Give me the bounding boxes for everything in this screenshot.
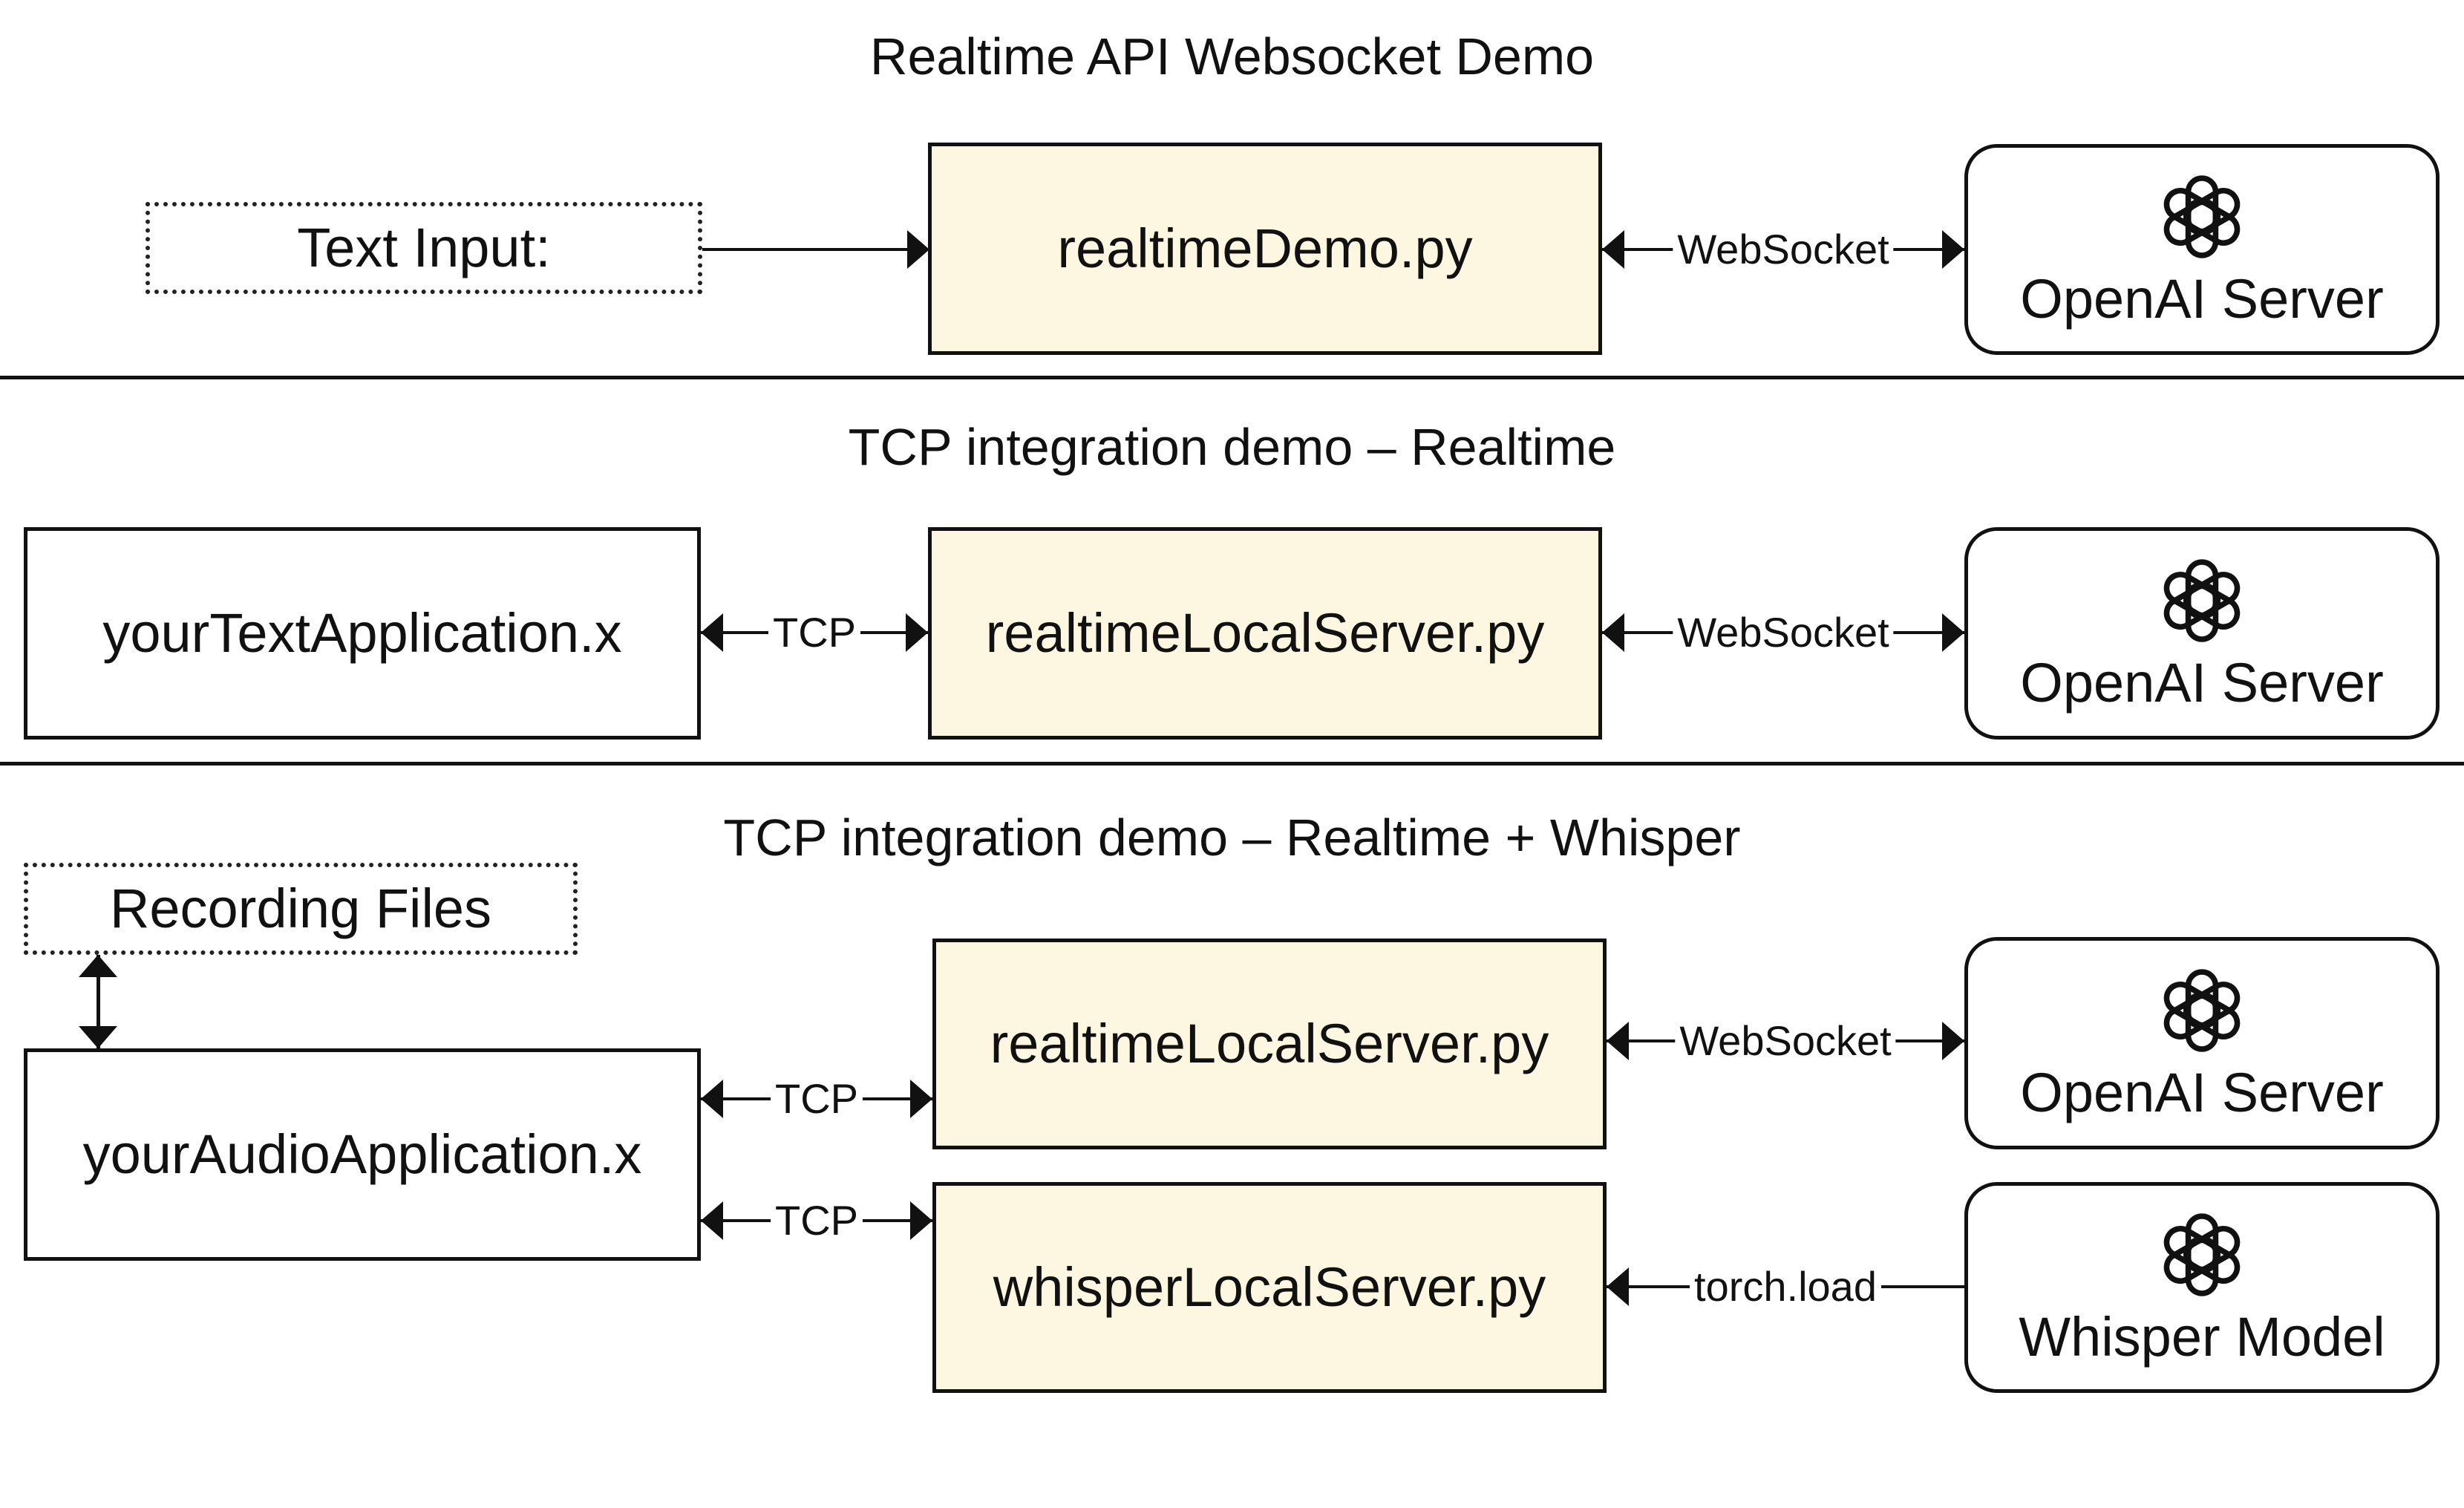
websocket-connector-2: WebSocket (1602, 610, 1964, 655)
arrowhead-right (1942, 613, 1964, 652)
section-divider-1 (0, 376, 2464, 379)
whisper-model-box: Whisper Model (1964, 1182, 2440, 1393)
arrowhead-left (1607, 1022, 1629, 1060)
arrow-text-input-to-demo (702, 227, 929, 272)
realtime-demo-label: realtimeDemo.py (1057, 218, 1473, 279)
your-text-application-box: yourTextApplication.x (24, 527, 701, 740)
openai-logo-icon (2154, 962, 2250, 1059)
openai-logo-icon (2154, 1207, 2250, 1303)
arrow-line (702, 248, 929, 251)
section-divider-2 (0, 762, 2464, 766)
whisper-local-server-box: whisperLocalServer.py (932, 1182, 1607, 1393)
recording-files-label: Recording Files (109, 878, 492, 939)
arrowhead-right (1942, 1022, 1964, 1060)
tcp-connector-3: TCP (701, 1198, 932, 1243)
websocket-connector-1: WebSocket (1602, 227, 1964, 272)
openai-server-box-1: OpenAI Server (1964, 144, 2440, 355)
arrowhead-right (906, 613, 928, 652)
section-title-tcp-whisper: TCP integration demo – Realtime + Whispe… (723, 809, 1741, 866)
realtime-local-server-label: realtimeLocalServer.py (990, 1013, 1549, 1074)
your-audio-application-box: yourAudioApplication.x (24, 1048, 701, 1261)
tcp-label: TCP (771, 1078, 863, 1120)
openai-server-label: OpenAI Server (2020, 1062, 2384, 1123)
tcp-label: TCP (771, 1200, 863, 1241)
recording-files-box: Recording Files (24, 863, 578, 955)
openai-logo-icon (2154, 552, 2250, 649)
torch-load-connector: torch.load (1607, 1264, 1964, 1309)
section-title-websocket: Realtime API Websocket Demo (869, 27, 1595, 85)
openai-server-box-2: OpenAI Server (1964, 527, 2440, 740)
openai-logo-icon (2154, 169, 2250, 265)
websocket-label: WebSocket (1673, 612, 1894, 653)
arrowhead-left (1602, 613, 1624, 652)
openai-server-label: OpenAI Server (2020, 652, 2384, 714)
realtime-local-server-box-2: realtimeLocalServer.py (932, 939, 1607, 1149)
arrowhead-right (910, 1080, 932, 1118)
torch-load-label: torch.load (1690, 1266, 1881, 1308)
section-title-tcp: TCP integration demo – Realtime (848, 418, 1616, 476)
realtime-local-server-box-1: realtimeLocalServer.py (928, 527, 1602, 740)
arrowhead-right (907, 230, 929, 269)
arrowhead-left (1602, 230, 1624, 269)
tcp-connector-2: TCP (701, 1077, 932, 1121)
arrowhead-left (701, 613, 723, 652)
tcp-label: TCP (768, 612, 860, 653)
websocket-connector-3: WebSocket (1607, 1019, 1964, 1063)
connector-line (97, 955, 100, 1048)
arrowhead-left (701, 1080, 723, 1118)
your-audio-application-label: yourAudioApplication.x (82, 1123, 642, 1185)
realtime-local-server-label: realtimeLocalServer.py (985, 602, 1545, 664)
whisper-model-label: Whisper Model (2019, 1306, 2385, 1368)
tcp-connector-1: TCP (701, 610, 928, 655)
websocket-label: WebSocket (1675, 1020, 1896, 1062)
text-input-label: Text Input: (297, 217, 551, 278)
text-input-box: Text Input: (146, 202, 702, 294)
whisper-local-server-label: whisperLocalServer.py (993, 1256, 1546, 1318)
arrowhead-right (910, 1201, 932, 1240)
arrowhead-left (1607, 1267, 1629, 1306)
arrowhead-left (701, 1201, 723, 1240)
your-text-application-label: yourTextApplication.x (102, 602, 622, 664)
arrowhead-up (79, 955, 117, 977)
arrowhead-down (79, 1026, 117, 1048)
arrowhead-right (1942, 230, 1964, 269)
openai-server-label: OpenAI Server (2020, 268, 2384, 330)
recording-files-connector (76, 955, 120, 1048)
websocket-label: WebSocket (1673, 229, 1894, 270)
realtime-demo-box: realtimeDemo.py (928, 143, 1602, 355)
openai-server-box-3: OpenAI Server (1964, 937, 2440, 1149)
